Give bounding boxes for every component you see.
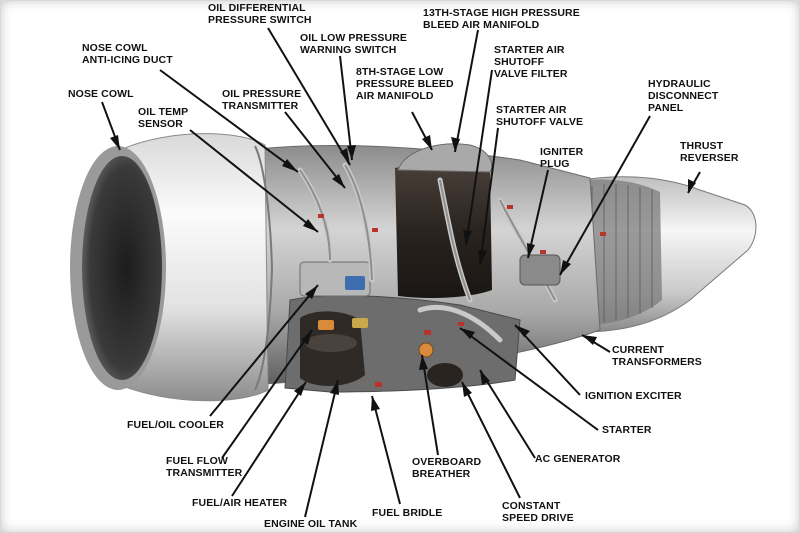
ignition-exciter-block xyxy=(519,254,561,286)
leader-high-pressure-bleed-manifold xyxy=(454,29,479,153)
starter-body xyxy=(427,363,463,387)
label-oil-pressure-transmitter: OIL PRESSURE TRANSMITTER xyxy=(222,88,302,112)
arrowhead-fuel-bridle xyxy=(371,396,380,411)
arrowhead-ignition-exciter xyxy=(515,325,530,337)
red-fittings xyxy=(318,205,606,387)
leader-fuel-oil-cooler xyxy=(209,284,319,417)
leader-lines xyxy=(101,27,701,518)
label-nose-cowl-anti-icing-duct: NOSE COWL ANTI-ICING DUCT xyxy=(82,42,173,66)
leader-nose-cowl-anti-icing-duct xyxy=(159,69,299,173)
leader-igniter-plug xyxy=(527,169,549,259)
leader-starter-air-shutoff-valve-filter xyxy=(465,69,493,246)
leader-arrowheads xyxy=(110,135,696,411)
arrowhead-starter-air-shutoff-valve xyxy=(478,250,487,265)
oil-tank-band xyxy=(305,334,357,352)
arrowhead-nose-cowl-anti-icing-duct xyxy=(282,159,298,172)
label-starter: STARTER xyxy=(602,424,652,436)
arrowhead-fuel-flow-transmitter xyxy=(301,330,312,345)
label-nose-cowl: NOSE COWL xyxy=(68,88,134,100)
label-high-pressure-bleed-manifold: 13TH-STAGE HIGH PRESSURE BLEED AIR MANIF… xyxy=(423,7,580,31)
label-thrust-reverser: THRUST REVERSER xyxy=(680,140,739,164)
arrowhead-oil-low-pressure-warning-switch xyxy=(347,145,356,160)
bleed-manifold-dome xyxy=(397,143,493,173)
leader-constant-speed-drive xyxy=(461,381,521,499)
leader-overboard-breather xyxy=(421,354,439,456)
fuel-oil-cooler-fitting xyxy=(345,276,365,290)
label-overboard-breather: OVERBOARD BREATHER xyxy=(412,456,482,480)
arrowhead-fuel-air-heater xyxy=(294,382,306,396)
arrowhead-oil-differential-pressure-switch xyxy=(340,148,350,165)
arrowhead-igniter-plug xyxy=(527,243,535,258)
leader-hydraulic-disconnect-panel xyxy=(559,115,651,276)
arrowhead-high-pressure-bleed-manifold xyxy=(451,137,460,152)
label-starter-air-shutoff-valve-filter: STARTER AIR SHUTOFF VALVE FILTER xyxy=(494,44,568,80)
arrowhead-low-pressure-bleed-manifold xyxy=(422,135,432,150)
fuel-bridle-body xyxy=(352,318,368,328)
arrowhead-constant-speed-drive xyxy=(462,382,472,397)
leader-fuel-bridle xyxy=(371,395,401,505)
arrowhead-fuel-oil-cooler xyxy=(305,285,318,299)
label-oil-temp-sensor: OIL TEMP SENSOR xyxy=(138,106,189,130)
label-oil-differential-pressure-switch: OIL DIFFERENTIAL PRESSURE SWITCH xyxy=(208,2,312,26)
leader-engine-oil-tank xyxy=(304,379,339,518)
fuel-flow-transmitter-body xyxy=(318,320,334,330)
cowl-seam xyxy=(254,145,274,391)
arrowhead-oil-pressure-transmitter xyxy=(332,174,345,188)
label-fuel-air-heater: FUEL/AIR HEATER xyxy=(192,497,288,509)
leader-fuel-flow-transmitter xyxy=(221,329,313,459)
leader-ignition-exciter xyxy=(514,324,581,396)
arrowhead-overboard-breather xyxy=(419,355,428,370)
arrowhead-nose-cowl xyxy=(110,135,120,150)
compressor-section xyxy=(395,162,492,298)
label-ac-generator: AC GENERATOR xyxy=(535,453,621,465)
leader-starter-air-shutoff-valve xyxy=(479,127,499,266)
leader-oil-differential-pressure-switch xyxy=(267,27,351,166)
label-fuel-oil-cooler: FUEL/OIL COOLER xyxy=(127,419,224,431)
label-igniter-plug: IGNITER PLUG xyxy=(540,146,584,170)
engine-body xyxy=(70,133,757,402)
label-hydraulic-disconnect-panel: HYDRAULIC DISCONNECT PANEL xyxy=(648,78,719,114)
label-current-transformers: CURRENT TRANSFORMERS xyxy=(612,344,702,368)
arrowhead-ac-generator xyxy=(480,370,490,385)
label-oil-low-pressure-warning-switch: OIL LOW PRESSURE WARNING SWITCH xyxy=(300,32,407,56)
label-low-pressure-bleed-manifold: 8TH-STAGE LOW PRESSURE BLEED AIR MANIFOL… xyxy=(356,66,454,102)
label-starter-air-shutoff-valve: STARTER AIR SHUTOFF VALVE xyxy=(496,104,584,128)
leader-oil-pressure-transmitter xyxy=(284,111,346,189)
label-constant-speed-drive: CONSTANT SPEED DRIVE xyxy=(502,500,574,524)
leader-oil-temp-sensor xyxy=(189,129,319,233)
leader-fuel-air-heater xyxy=(231,381,307,497)
arrowhead-thrust-reverser xyxy=(688,179,696,193)
label-fuel-bridle: FUEL BRIDLE xyxy=(372,507,443,519)
arrowhead-starter-air-shutoff-valve-filter xyxy=(463,230,472,245)
label-fuel-flow-transmitter: FUEL FLOW TRANSMITTER xyxy=(166,455,243,479)
arrowhead-starter xyxy=(460,328,475,339)
leader-starter xyxy=(459,327,599,431)
leader-ac-generator xyxy=(479,369,536,459)
engine-inlet xyxy=(82,156,162,380)
arrowhead-engine-oil-tank xyxy=(330,380,339,395)
arrowhead-current-transformers xyxy=(582,335,597,345)
arrowhead-oil-temp-sensor xyxy=(303,219,318,232)
label-ignition-exciter: IGNITION EXCITER xyxy=(585,390,682,402)
arrowhead-hydraulic-disconnect-panel xyxy=(560,260,571,275)
label-engine-oil-tank: ENGINE OIL TANK xyxy=(264,518,358,530)
overboard-breather-fitting xyxy=(418,342,434,358)
leader-oil-low-pressure-warning-switch xyxy=(339,55,353,161)
